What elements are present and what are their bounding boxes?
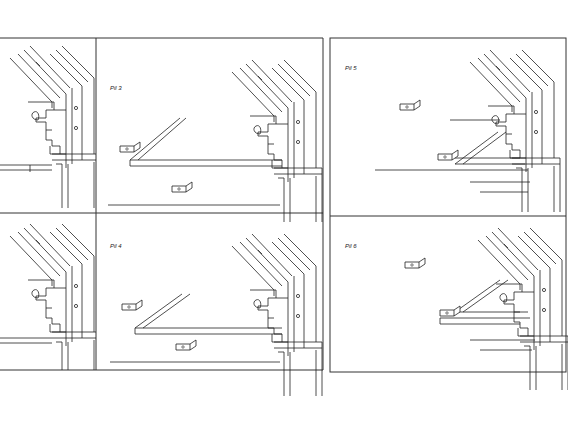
figure-label: Pil 3 <box>110 85 122 91</box>
figure-label: Pil 5 <box>345 65 357 71</box>
figure-label: Pil 4 <box>110 243 122 249</box>
figure-label: Pil 6 <box>345 243 357 249</box>
